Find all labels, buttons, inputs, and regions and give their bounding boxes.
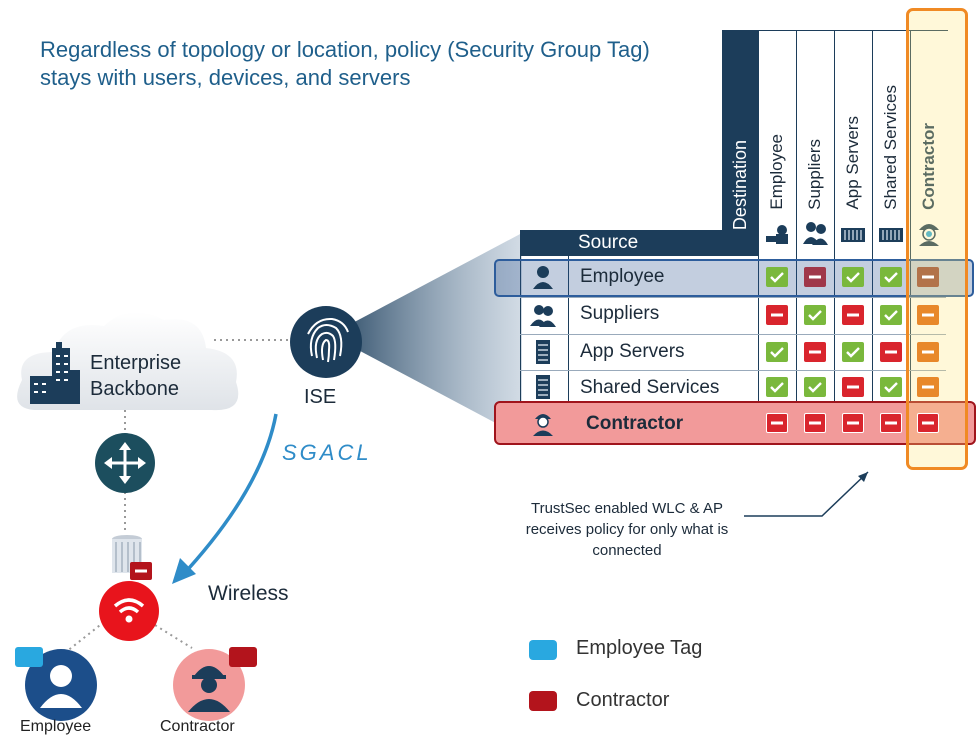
employee-user-label: Employee — [20, 718, 92, 735]
cell-employee-employee — [766, 267, 788, 287]
cell-app-servers-suppliers — [804, 342, 826, 362]
employee-tag-icon — [15, 647, 43, 667]
wlc-icon — [112, 535, 152, 580]
wireless-label: Wireless — [208, 582, 289, 605]
contractor-tag-icon — [229, 647, 257, 667]
legend-contractor-swatch — [529, 691, 557, 711]
employee-user-icon — [25, 649, 97, 721]
cell-suppliers-shared-services — [880, 305, 902, 325]
source-header — [520, 230, 758, 256]
contractor-row-icon — [533, 414, 553, 436]
app-servers-row-icon — [536, 340, 550, 364]
cell-contractor-contractor — [917, 413, 939, 433]
fingerprint-icon — [290, 306, 362, 378]
cell-shared-services-employee — [766, 377, 788, 397]
router-icon — [95, 433, 155, 493]
row-label-shared-services: Shared Services — [580, 377, 720, 398]
cell-contractor-app-servers — [842, 413, 864, 433]
cell-app-servers-shared-services — [880, 342, 902, 362]
cell-app-servers-employee — [766, 342, 788, 362]
cell-contractor-suppliers — [804, 413, 826, 433]
row-label-app-servers: App Servers — [580, 341, 685, 362]
app-servers-column-icon — [841, 228, 865, 242]
sgacl-label: SGACL — [282, 440, 372, 465]
cell-shared-services-suppliers — [804, 377, 826, 397]
contractor-user-icon — [173, 649, 245, 721]
sgacl-arrow — [172, 413, 278, 584]
page-title: Regardless of topology or location, poli… — [40, 37, 650, 90]
employee-column-icon — [766, 225, 788, 244]
cell-suppliers-app-servers — [842, 305, 864, 325]
trustsec-note: TrustSec enabled WLC & AP receives polic… — [525, 500, 729, 559]
contractor-column-icon — [919, 224, 939, 246]
note-pointer-arrow — [744, 471, 869, 517]
wireless-ap-icon — [99, 581, 159, 641]
cell-suppliers-contractor — [917, 305, 939, 325]
legend-employee-tag-swatch — [529, 640, 557, 660]
cloud-label: Enterprise Backbone — [90, 352, 182, 400]
row-label-employee: Employee — [580, 266, 665, 287]
destination-header — [722, 30, 758, 256]
cell-shared-services-shared-services — [880, 377, 902, 397]
cell-app-servers-contractor — [917, 342, 939, 362]
ise-label: ISE — [304, 386, 337, 408]
cell-employee-shared-services — [880, 267, 902, 287]
suppliers-row-icon — [530, 305, 556, 327]
cell-contractor-employee — [766, 413, 788, 433]
cell-contractor-shared-services — [880, 413, 902, 433]
cell-employee-suppliers — [804, 267, 826, 287]
cell-suppliers-employee — [766, 305, 788, 325]
cell-shared-services-app-servers — [842, 377, 864, 397]
legend-employee-tag-label: Employee Tag — [576, 637, 703, 659]
cell-employee-contractor — [917, 267, 939, 287]
shared-services-row-icon — [536, 375, 550, 399]
employee-row-icon — [533, 266, 553, 289]
cell-employee-app-servers — [842, 267, 864, 287]
building-icon — [30, 342, 80, 404]
column-headers — [758, 30, 949, 256]
projection-beam — [330, 233, 522, 437]
cell-app-servers-app-servers — [842, 342, 864, 362]
cell-shared-services-contractor — [917, 377, 939, 397]
legend-contractor-label: Contractor — [576, 689, 670, 711]
row-label-contractor: Contractor — [586, 413, 684, 434]
cell-suppliers-suppliers — [804, 305, 826, 325]
matrix-grid — [520, 256, 947, 402]
suppliers-column-icon — [803, 222, 828, 245]
contractor-column-highlight — [906, 8, 968, 470]
row-label-suppliers: Suppliers — [580, 303, 660, 324]
source-label: Source — [578, 232, 639, 253]
shared-services-column-icon — [879, 228, 903, 242]
contractor-user-label: Contractor — [160, 718, 235, 735]
